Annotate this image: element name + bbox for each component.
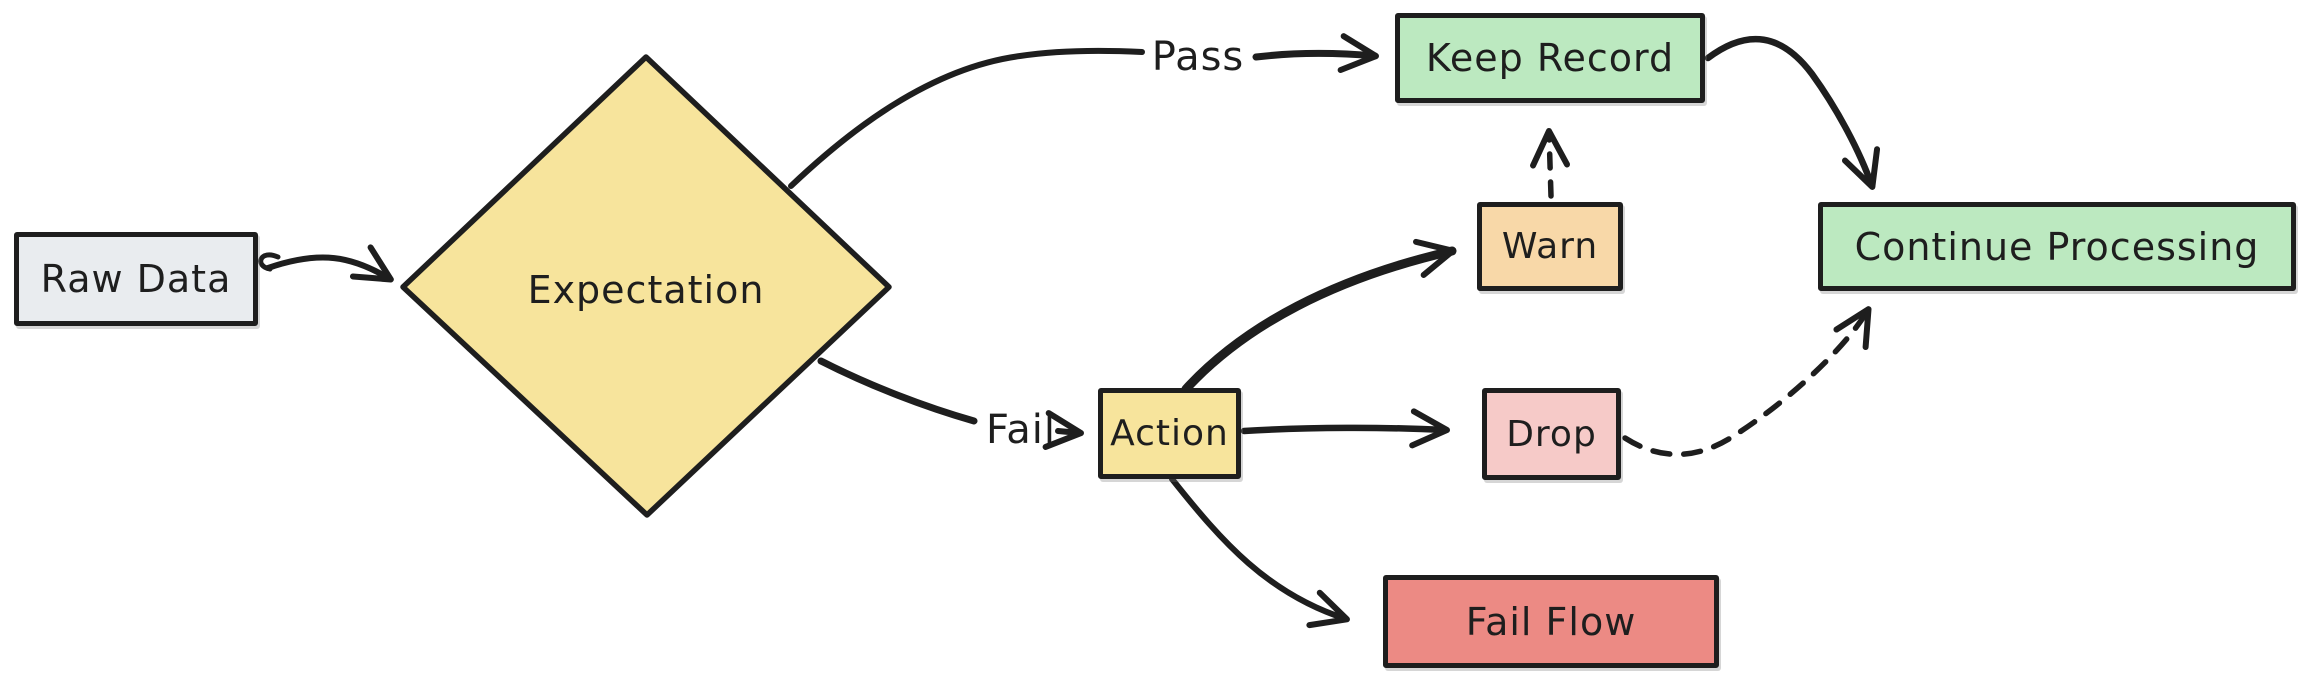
- edge-fail-to-action: [1042, 410, 1084, 450]
- edge-drop-to-continueprocessing-dashed: [1622, 306, 1872, 458]
- edge-label-pass: Pass: [1151, 34, 1245, 80]
- node-keep-record: Keep Record: [1395, 13, 1705, 103]
- edge-keeprecord-to-continueprocessing: [1704, 35, 1881, 190]
- edge-label-fail: Fail: [985, 407, 1057, 453]
- node-raw-data-label: Raw Data: [40, 257, 232, 301]
- node-drop-label: Drop: [1506, 413, 1597, 455]
- node-raw-data: Raw Data: [14, 232, 258, 326]
- node-action: Action: [1098, 388, 1241, 479]
- edge-pass-to-keeprecord: [1252, 33, 1379, 74]
- node-warn: Warn: [1477, 202, 1623, 291]
- edge-action-to-drop: [1240, 408, 1450, 449]
- edge-action-to-failflow: [1169, 476, 1350, 629]
- node-keep-record-label: Keep Record: [1425, 36, 1675, 80]
- node-fail-flow: Fail Flow: [1383, 575, 1719, 668]
- node-expectation-label: Expectation: [527, 268, 765, 312]
- node-drop: Drop: [1482, 388, 1621, 480]
- edge-expectation-to-pass-label: [788, 47, 1145, 189]
- edge-action-to-warn: [1181, 238, 1457, 394]
- node-warn-label: Warn: [1501, 226, 1599, 267]
- node-action-label: Action: [1110, 413, 1229, 454]
- edge-warn-to-keeprecord-dashed: [1530, 128, 1571, 199]
- node-continue-processing: Continue Processing: [1818, 202, 2296, 291]
- node-continue-processing-label: Continue Processing: [1854, 224, 2260, 269]
- edge-rawdata-to-expectation-line: [265, 244, 394, 283]
- node-fail-flow-label: Fail Flow: [1465, 599, 1637, 644]
- edge-expectation-to-fail-label: [817, 357, 978, 425]
- expectation-diamond: [400, 54, 892, 518]
